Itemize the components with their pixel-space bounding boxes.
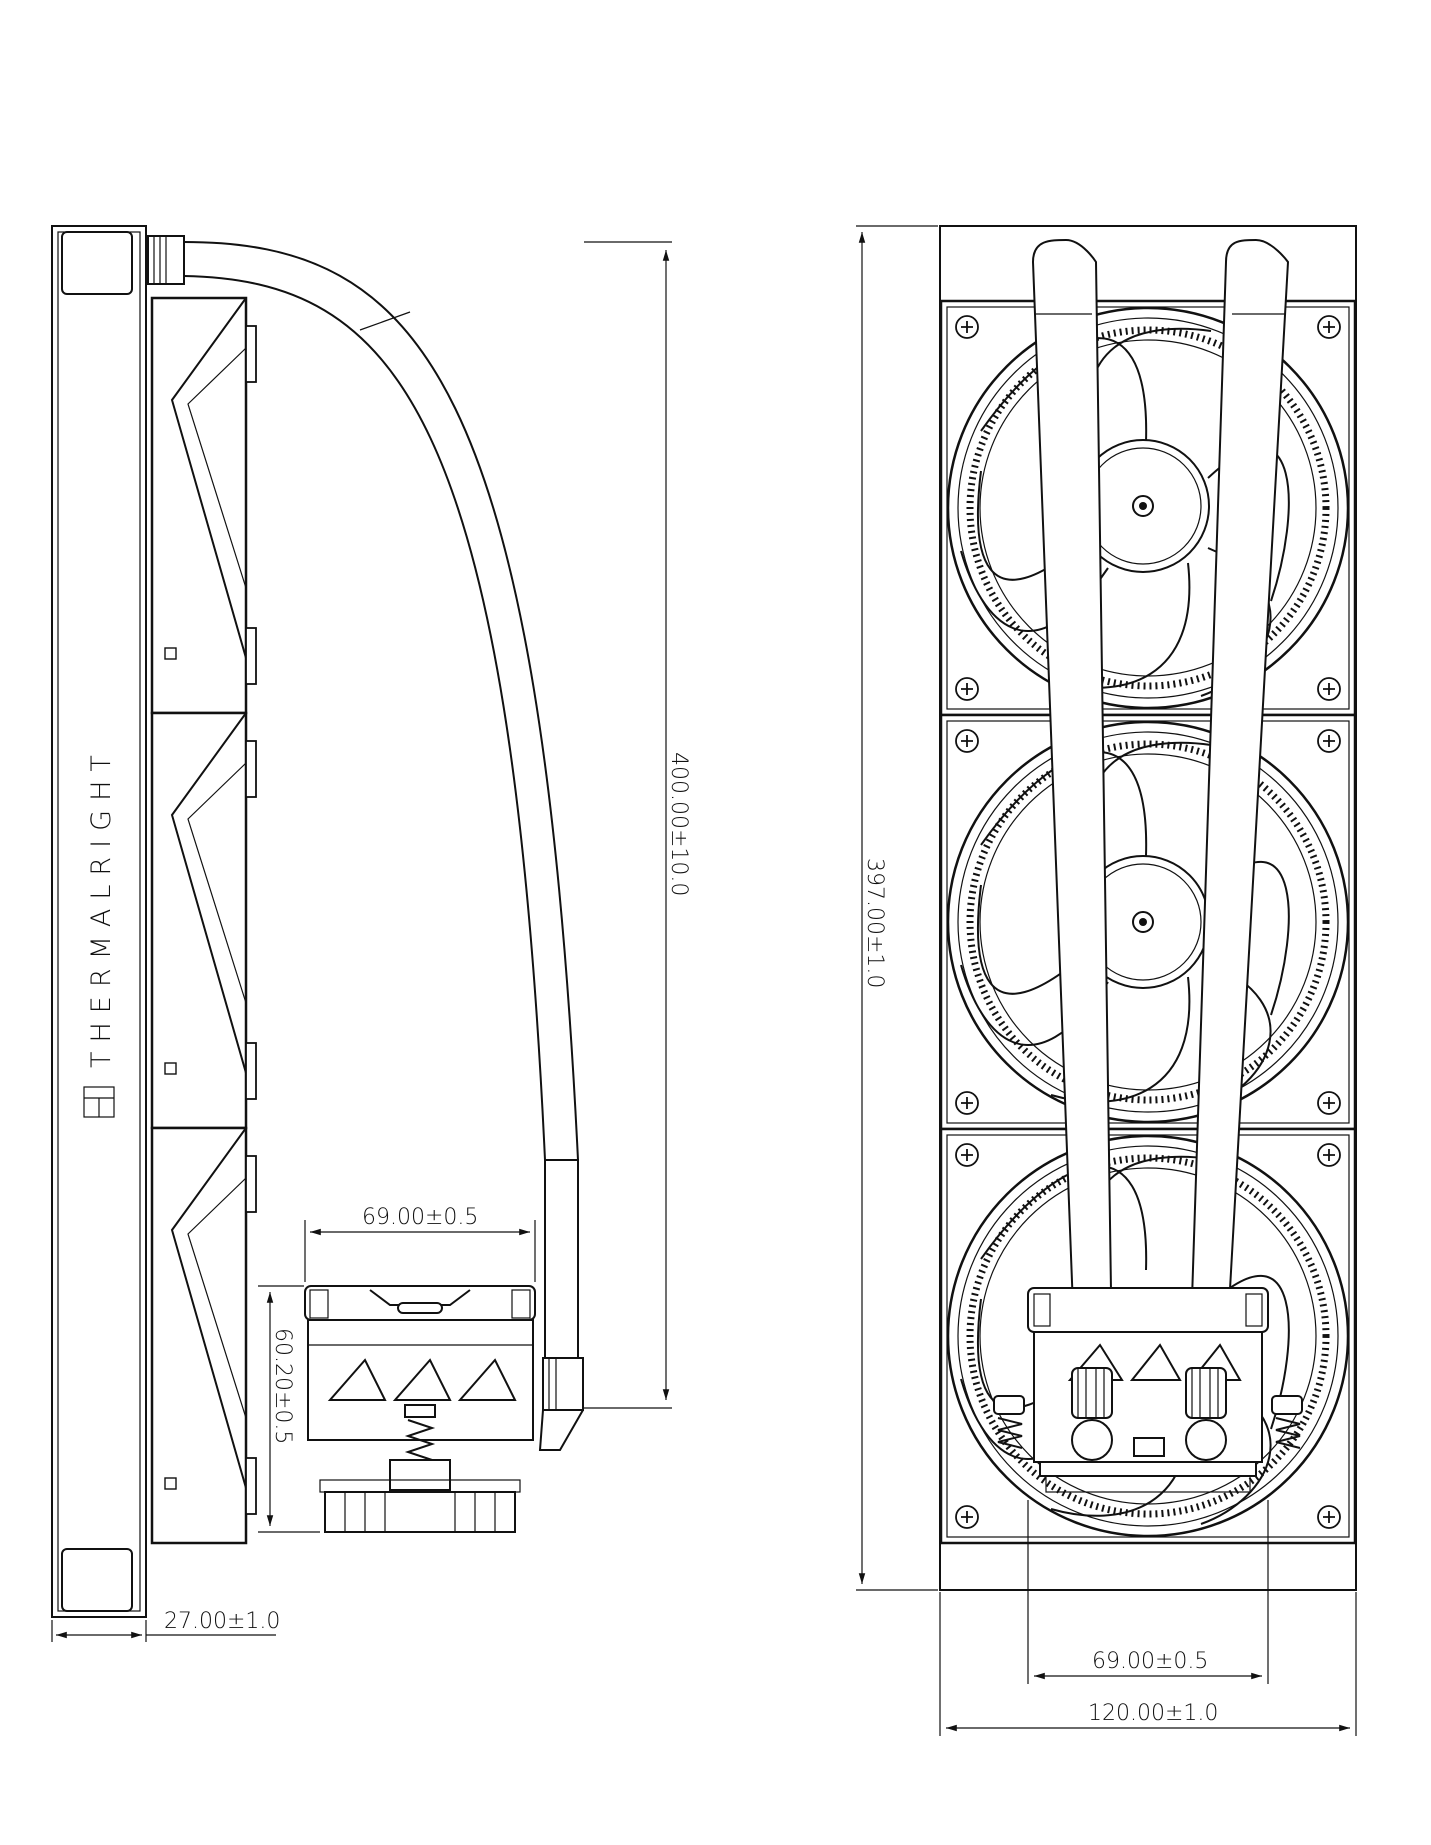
dimension-radiator-length: 397.00±1.0 — [856, 225, 938, 1591]
side-view: THERMALRIGHT — [51, 225, 691, 1642]
fan-stack-side — [150, 296, 258, 1545]
brand-text: THERMALRIGHT — [86, 746, 117, 1068]
dimension-pump-width-side: 69.00±0.5 — [304, 1205, 536, 1282]
dimension-pump-width-front: 69.00±0.5 — [1027, 1500, 1269, 1684]
fan-hub-top — [1076, 439, 1210, 573]
tube-length-label: 400.00±10.0 — [666, 752, 691, 896]
coolant-tube — [183, 241, 584, 1451]
dimension-radiator-width: 120.00±1.0 — [939, 1592, 1357, 1736]
dimension-tube-length: 400.00±10.0 — [584, 241, 691, 1409]
pump-width-front-label: 69.00±0.5 — [1092, 1649, 1208, 1674]
thermalright-logo-icon — [83, 1086, 115, 1118]
pump-height-label: 60.20±0.5 — [270, 1328, 295, 1444]
radiator-length-label: 397.00±1.0 — [862, 858, 887, 988]
dimension-radiator-thickness: 27.00±1.0 — [51, 1609, 280, 1642]
radiator-width-label: 120.00±1.0 — [1088, 1701, 1218, 1726]
pump-block-side — [304, 1285, 536, 1533]
dimension-pump-height: 60.20±0.5 — [258, 1285, 320, 1533]
pump-width-side-label: 69.00±0.5 — [362, 1205, 478, 1230]
front-view: 397.00±1.0 69.00±0.5 120.00±1.0 — [856, 225, 1357, 1736]
radiator-thickness-label: 27.00±1.0 — [164, 1609, 280, 1634]
tubes-front — [1031, 238, 1290, 1361]
pump-block-front — [993, 1287, 1303, 1493]
radiator-side: THERMALRIGHT — [51, 225, 147, 1618]
